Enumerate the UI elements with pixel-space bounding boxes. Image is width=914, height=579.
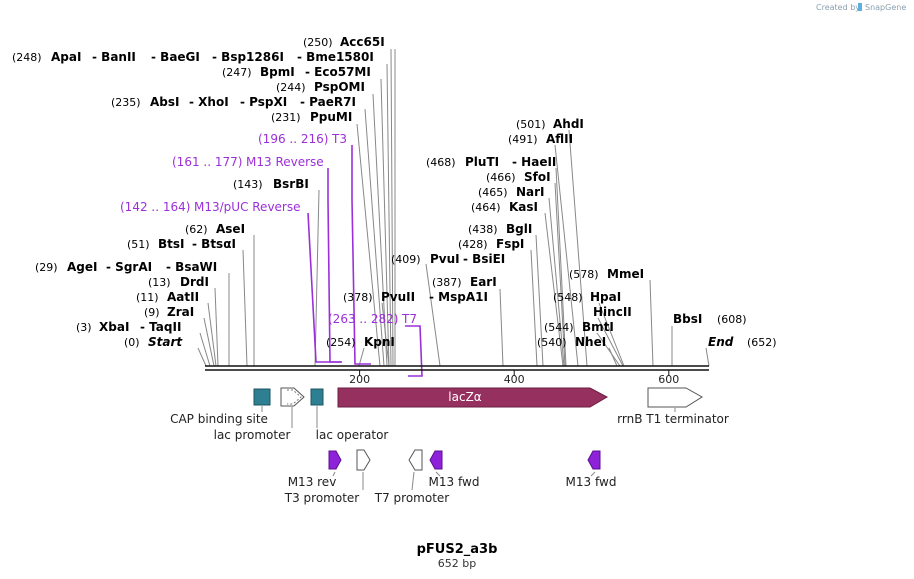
map-title: pFUS2_a3b: [417, 542, 498, 557]
site-label-asei: (62) AseI: [185, 218, 245, 237]
feature-label-m13-rev: M13 rev: [288, 475, 337, 489]
feature-label-cap-binding-site: CAP binding site: [170, 412, 268, 426]
credit-brand: SnapGene: [865, 3, 906, 12]
site-label-sfoi: (466) SfoI: [486, 166, 551, 185]
site-label-bgli: (438) BglI: [468, 218, 532, 237]
lacz-alpha-label: lacZα: [448, 390, 482, 404]
site-label-drdi: (13) DrdI: [148, 271, 209, 290]
site-label-start: (0) Start: [124, 331, 183, 350]
site-label-pluti: (468) PluTI - HaeII: [426, 151, 556, 170]
primer-m13-puc-reverse-mark: [307, 212, 342, 363]
lac-promoter-inner: [287, 389, 302, 405]
scale-tick-label: 200: [349, 373, 370, 386]
rrnb-t1-terminator-arrow: [647, 387, 703, 408]
scale-ticks: 200 400 600: [349, 370, 679, 386]
feature-label-m13-fwd-1: M13 fwd: [429, 475, 480, 489]
site-label-xbai: (3) XbaI - TaqII: [76, 316, 181, 335]
site-label-pvuii: (378) PvuII - MspA1I: [343, 286, 488, 305]
site-label-aatii: (11) AatII: [136, 286, 199, 305]
site-label-nhei: (540) NheI: [537, 331, 606, 350]
site-leader-lines: [197, 48, 710, 367]
backbone: [205, 365, 709, 371]
primer-t7-mark: [405, 325, 423, 377]
site-label-ppumi: (231) PpuMI: [271, 106, 352, 125]
site-label-nari: (465) NarI: [478, 181, 545, 200]
t3-promoter-arrow: [356, 449, 371, 471]
site-label-absi-group: (235) AbsI - XhoI - PspXI - PaeR7I: [111, 91, 356, 110]
site-label-kpni: (254) KpnI: [326, 331, 395, 350]
site-label-bsrbi: (143) BsrBI: [233, 173, 309, 192]
cap-binding-site-box: [253, 388, 271, 406]
m13-fwd-arrow-2: [587, 450, 601, 470]
map-length: 652 bp: [438, 557, 476, 570]
scale-tick-label: 600: [658, 373, 679, 386]
site-label-pvui: (409) PvuI - BsiEI: [391, 248, 505, 267]
scale-tick-label: 400: [504, 373, 525, 386]
site-label-bpmi: (247) BpmI - Eco57MI: [222, 61, 371, 80]
site-label-kasi: (464) KasI: [471, 196, 538, 215]
feature-label-lac-promoter: lac promoter: [214, 428, 291, 442]
lac-promoter-arrow: [280, 387, 305, 407]
site-label-end: End (652): [708, 331, 777, 350]
site-label-aflii: (491) AflII: [508, 128, 573, 147]
primer-label-m13-reverse: (161 .. 177)M13 Reverse: [172, 155, 324, 169]
feature-label-t7-promoter: T7 promoter: [374, 491, 450, 505]
site-label-hpai: (548) HpaI: [553, 286, 621, 305]
feature-label-rrnb-t1-terminator: rrnB T1 terminator: [617, 412, 729, 426]
site-label-fspi: (428) FspI: [458, 233, 524, 252]
lacz-alpha-arrow: [337, 387, 609, 408]
site-label-ahdi: (501) AhdI: [516, 113, 584, 132]
site-label-pspomi: (244) PspOMI: [276, 76, 365, 95]
credit-text: Created by: [816, 3, 860, 12]
site-label-agei-group: (29) AgeI - SgrAI - BsaWI: [35, 256, 217, 275]
m13-rev-arrow: [328, 450, 342, 470]
primer-m13-reverse-mark: [327, 168, 341, 363]
primer-label-m13-puc-reverse: (142 .. 164)M13/pUC Reverse: [120, 200, 301, 214]
feature-connectors: [261, 406, 676, 491]
primer-label-t3: (196 .. 216)T3: [258, 132, 347, 146]
m13-fwd-arrow-1: [429, 450, 443, 470]
site-label-bmti: (544) BmtI: [544, 316, 614, 335]
site-label-zrai: (9) ZraI: [144, 301, 194, 320]
site-label-bbsi: BbsI (608): [673, 308, 747, 327]
lac-operator-box: [310, 388, 324, 406]
site-label-eari: (387) EarI: [432, 271, 497, 290]
site-label-btsi: (51) BtsI - BtsαI: [127, 233, 236, 252]
site-label-apai-group: (248) ApaI - BanII - BaeGI - Bsp1286I - …: [12, 46, 374, 65]
site-label-hincii: HincII: [593, 305, 632, 319]
site-label-acc65i: (250) Acc65I: [303, 31, 385, 50]
snapgene-logo-icon: [858, 3, 862, 11]
feature-label-lac-operator: lac operator: [316, 428, 389, 442]
site-label-mmei: (578) MmeI: [569, 263, 644, 282]
feature-label-m13-fwd-2: M13 fwd: [566, 475, 617, 489]
primer-t3-mark: [351, 145, 371, 365]
primer-marks: [307, 145, 423, 377]
primer-label-t7: (263 .. 282)T7: [328, 312, 417, 326]
t7-promoter-arrow: [408, 449, 423, 471]
feature-label-t3-promoter: T3 promoter: [284, 491, 360, 505]
